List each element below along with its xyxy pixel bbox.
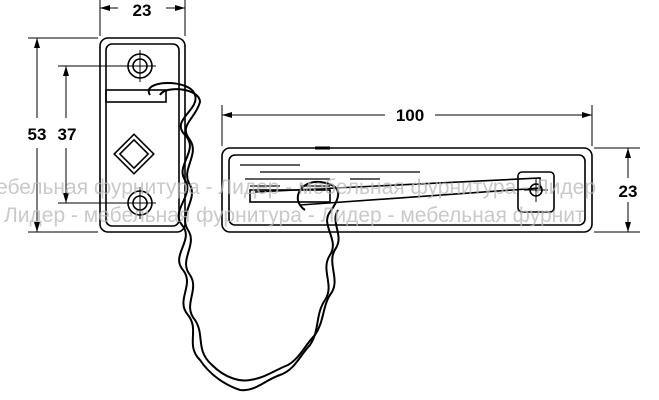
watermark-line-2: Лидер - мебельная фурнитура - Лидер - ме…	[4, 204, 585, 227]
dim-slide-height: 23	[619, 182, 638, 201]
dimension-lines	[28, 0, 640, 233]
chain-mount-plate	[99, 37, 186, 233]
chain	[147, 82, 340, 392]
watermark-line-1: ебельная фурнитура - Лидер - мебельная ф…	[0, 176, 596, 199]
dim-top-width: 23	[133, 1, 152, 20]
dim-total-height: 53	[28, 125, 47, 144]
slide-track-plate	[221, 146, 593, 233]
dim-slide-length: 100	[396, 106, 424, 125]
dim-hole-spacing: 37	[58, 125, 77, 144]
dimension-arrows	[34, 5, 631, 232]
